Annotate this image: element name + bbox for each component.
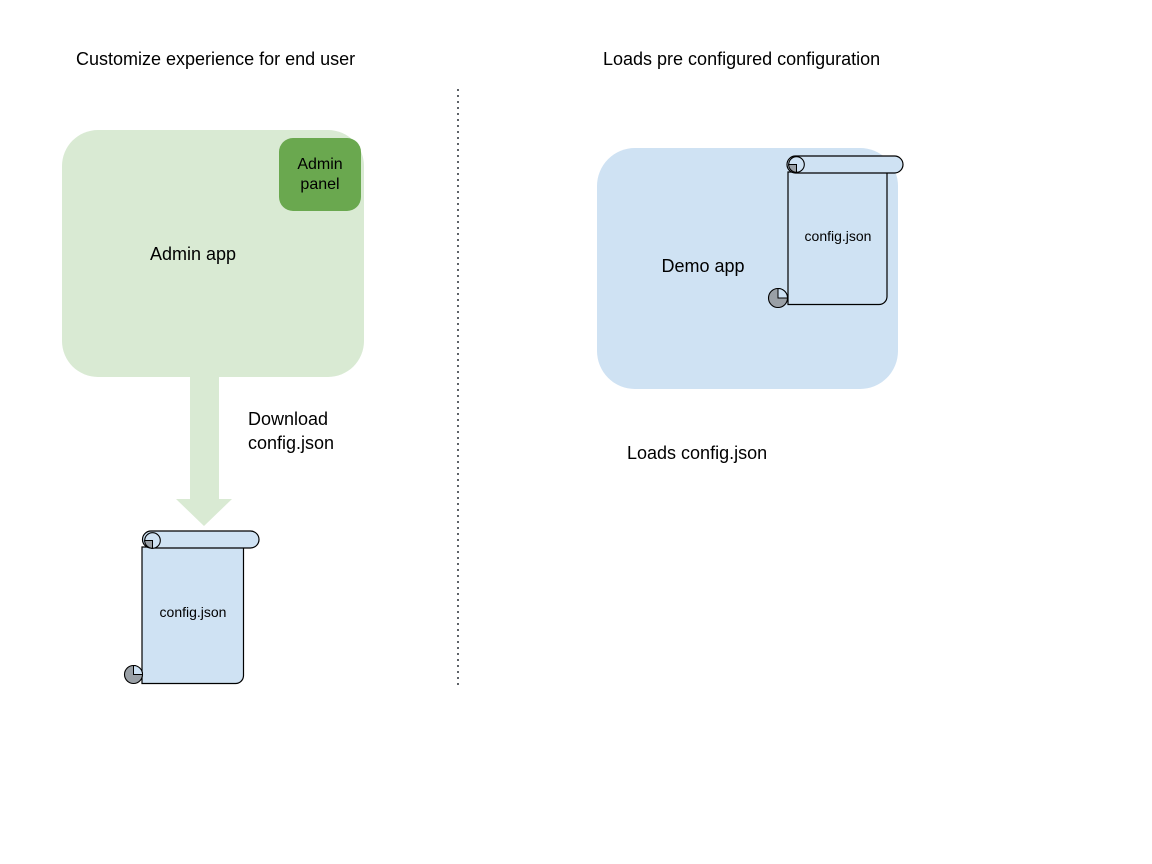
scroll-body xyxy=(787,171,888,306)
down-arrow-shaft xyxy=(190,375,219,500)
demo-app-label: Demo app xyxy=(661,256,745,276)
admin-panel-label: Admin panel xyxy=(297,155,343,193)
right-section-heading: Loads pre configured configuration xyxy=(603,49,881,69)
download-config-caption: Download config.json xyxy=(248,409,335,453)
loads-config-caption: Loads config.json xyxy=(627,443,768,463)
scroll-body xyxy=(141,546,245,685)
admin-app-label: Admin app xyxy=(149,244,237,264)
left-section-heading: Customize experience for end user xyxy=(76,49,356,69)
config-json-scroll-icon-left xyxy=(123,530,260,685)
config-json-scroll-icon-right xyxy=(767,155,904,309)
scroll-top-roll xyxy=(786,155,904,174)
admin-panel-box: Admin panel xyxy=(279,138,361,211)
scroll-top-roll xyxy=(141,530,260,549)
config-json-label-left: config.json xyxy=(159,604,227,620)
section-divider-dotted-line xyxy=(457,89,459,686)
down-arrow-head-icon xyxy=(176,499,232,526)
config-json-label-right: config.json xyxy=(804,228,872,244)
